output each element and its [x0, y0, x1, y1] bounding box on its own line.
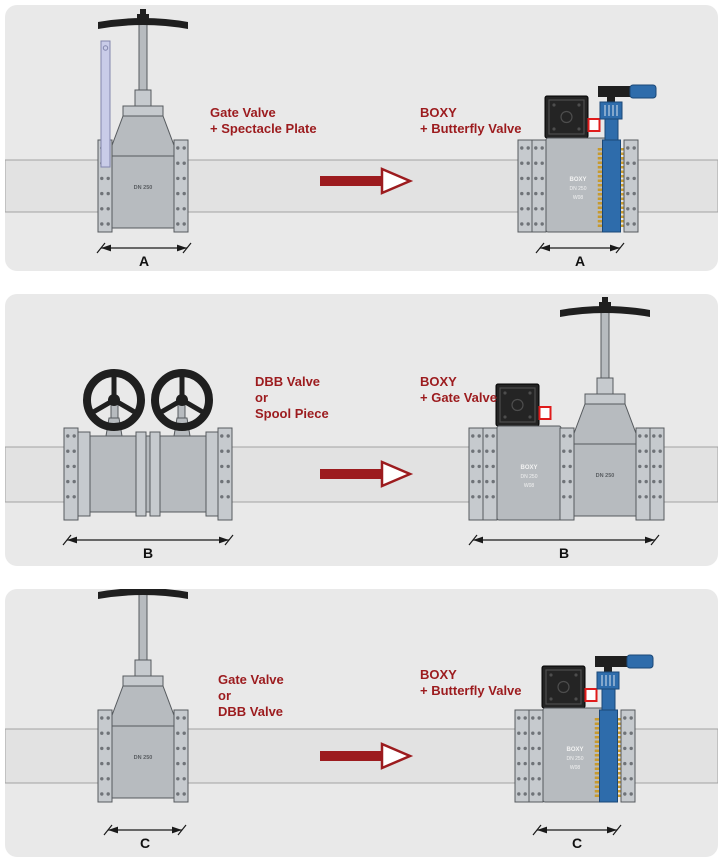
left-configuration-label: Gate Valve + Spectacle Plate [210, 105, 317, 137]
panel-a-illustration: DN 250 BOXY DN 250 W08 A A [5, 5, 718, 269]
boxy-marking: W08 [573, 195, 584, 201]
boxy-marking: DN 250 [521, 474, 538, 480]
label-line: DBB Valve [218, 704, 284, 719]
left-configuration-label: DBB Valve or Spool Piece [255, 374, 329, 422]
dimension-left: C [103, 824, 187, 851]
label-line: BOXY [420, 374, 457, 389]
panel-c: DN 250 BOXY DN 250 W08 C C Gate [5, 589, 718, 857]
label-line: or [255, 390, 268, 405]
boxy-marking: DN 250 [570, 186, 587, 192]
valve-marking: DN 250 [596, 473, 615, 479]
dimension-right: A [535, 242, 625, 269]
boxy-marking: W08 [524, 483, 535, 489]
label-line: + Gate Valve [420, 390, 497, 405]
label-line: + Spectacle Plate [210, 121, 317, 136]
dbb-valve [64, 373, 232, 520]
dimension-label: A [139, 253, 149, 269]
label-line: + Butterfly Valve [420, 121, 522, 136]
right-configuration-label: BOXY + Butterfly Valve [420, 667, 522, 699]
dimension-label: B [143, 545, 153, 561]
right-configuration-label: BOXY + Gate Valve [420, 374, 497, 406]
dimension-label: C [140, 835, 150, 851]
gate-valve [98, 589, 188, 802]
label-line: Gate Valve [218, 672, 284, 687]
boxy-unit [518, 96, 610, 232]
dimension-right: B [468, 534, 660, 561]
valve-marking: DN 250 [134, 755, 153, 761]
label-line: BOXY [420, 667, 457, 682]
pipe-flange [648, 426, 666, 522]
dimension-label: B [559, 545, 569, 561]
dimension-left: B [62, 534, 234, 561]
label-line: DBB Valve [255, 374, 321, 389]
boxy-marking: DN 250 [567, 756, 584, 762]
label-line: + Butterfly Valve [420, 683, 522, 698]
panel-a: DN 250 BOXY DN 250 W08 A A Gate [5, 5, 718, 271]
panel-c-illustration: DN 250 BOXY DN 250 W08 C C [5, 589, 718, 851]
dimension-label: A [575, 253, 585, 269]
valve-marking: DN 250 [134, 185, 153, 191]
left-configuration-label: Gate Valve or DBB Valve [218, 672, 284, 720]
label-line: BOXY [420, 105, 457, 120]
label-line: Spool Piece [255, 406, 329, 421]
dimension-left: A [96, 242, 192, 269]
boxy-marking: W08 [570, 765, 581, 771]
boxy-unit [515, 666, 607, 802]
spectacle-plate [100, 40, 111, 168]
right-configuration-label: BOXY + Butterfly Valve [420, 105, 522, 137]
boxy-marking: BOXY [569, 177, 586, 183]
panel-b-illustration: BOXY DN 250 W08 DN 250 B B [5, 294, 718, 561]
boxy-marking: BOXY [520, 465, 537, 471]
gate-valve [98, 9, 188, 232]
label-line: or [218, 688, 231, 703]
boxy-marking: BOXY [566, 747, 583, 753]
gate-valve [560, 297, 650, 520]
panel-b: BOXY DN 250 W08 DN 250 B B DBB V [5, 294, 718, 566]
dimension-label: C [572, 835, 582, 851]
label-line: Gate Valve [210, 105, 276, 120]
dimension-right: C [532, 824, 622, 851]
